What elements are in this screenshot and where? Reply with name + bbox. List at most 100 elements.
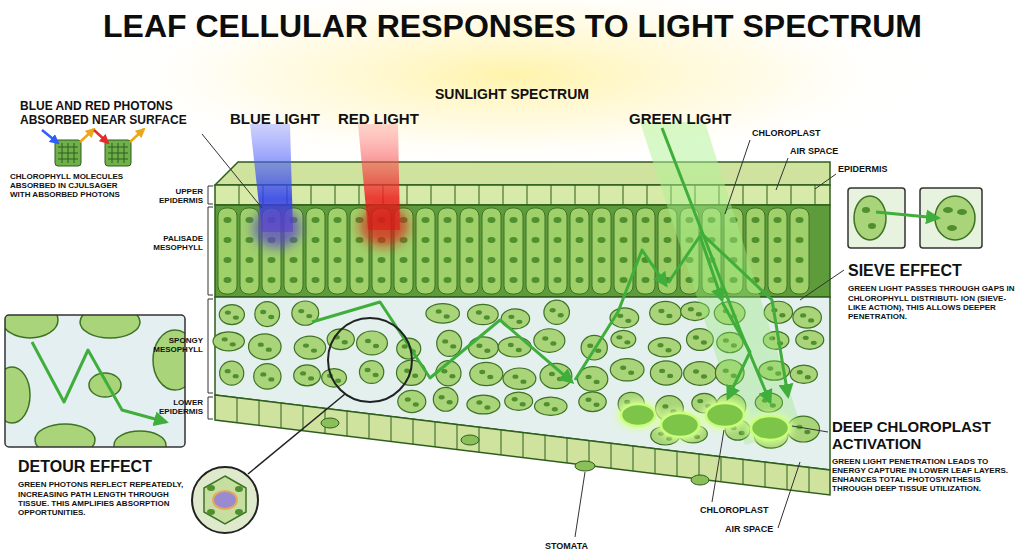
leaf-top-face bbox=[215, 162, 830, 185]
palisade-mesophyll bbox=[752, 257, 760, 263]
green-photon-path bbox=[312, 302, 572, 382]
spongy-mesophyll bbox=[373, 373, 379, 377]
stomata-symbol bbox=[321, 418, 709, 485]
spongy-mesophyll bbox=[230, 342, 236, 346]
spongy-mesophyll bbox=[468, 304, 499, 324]
palisade-mesophyll bbox=[768, 208, 787, 294]
lower-epidermis bbox=[215, 395, 830, 495]
spongy-mesophyll bbox=[797, 370, 803, 374]
sieve-inset bbox=[947, 225, 957, 231]
palisade-mesophyll bbox=[504, 208, 523, 294]
palisade-mesophyll bbox=[642, 277, 650, 283]
spongy-mesophyll bbox=[803, 336, 809, 340]
spongy-mesophyll bbox=[225, 369, 231, 373]
green-photon-path bbox=[575, 250, 666, 380]
lower-epidermis bbox=[237, 398, 238, 423]
spongy-mesophyll bbox=[535, 397, 568, 415]
palisade-mesophyll bbox=[752, 217, 760, 223]
palisade-mesophyll bbox=[598, 257, 606, 263]
upper-epidermis bbox=[431, 185, 432, 205]
lower-epidermis bbox=[215, 395, 830, 495]
spongy-mesophyll bbox=[220, 361, 244, 385]
lower-epidermis bbox=[523, 433, 524, 458]
chlorophyll-icon bbox=[105, 140, 131, 166]
palisade-mesophyll bbox=[510, 217, 518, 223]
chlorophyll-icon bbox=[130, 129, 144, 142]
spongy-mesophyll bbox=[413, 402, 419, 406]
part-label: EPIDERMIS bbox=[838, 164, 888, 174]
callout-note: GREEN PHOTONS REFLECT REPEATEDLY, INCREA… bbox=[18, 480, 186, 517]
glowing-chloroplast bbox=[746, 412, 794, 444]
palisade-mesophyll bbox=[312, 237, 320, 243]
magnifier bbox=[213, 491, 237, 509]
palisade-mesophyll bbox=[576, 237, 584, 243]
spongy-mesophyll bbox=[450, 344, 456, 348]
lower-epidermis bbox=[545, 435, 546, 460]
chlorophyll-icon bbox=[94, 130, 108, 143]
palisade-mesophyll bbox=[664, 257, 672, 263]
light-label: BLUE LIGHT bbox=[230, 110, 320, 127]
blue-beam bbox=[250, 124, 301, 248]
palisade-mesophyll bbox=[290, 257, 298, 263]
spongy-mesophyll bbox=[650, 301, 682, 324]
lower-epidermis bbox=[501, 430, 502, 455]
green-photon-path bbox=[662, 128, 770, 402]
palisade-mesophyll bbox=[488, 217, 496, 223]
lower-epidermis bbox=[765, 462, 766, 487]
spongy-mesophyll bbox=[487, 375, 493, 379]
spongy-mesophyll bbox=[412, 374, 418, 378]
glowing-chloroplast bbox=[616, 400, 660, 430]
spongy-mesophyll bbox=[696, 312, 702, 316]
spongy-mesophyll bbox=[688, 307, 694, 311]
detour-inset bbox=[114, 431, 166, 447]
spongy-mesophyll bbox=[479, 370, 485, 374]
spongy-mesophyll bbox=[359, 361, 383, 384]
spongy-mesophyll bbox=[648, 338, 680, 357]
palisade-mesophyll bbox=[598, 217, 606, 223]
palisade-mesophyll bbox=[334, 217, 342, 223]
leader-line bbox=[778, 462, 800, 528]
palisade-mesophyll bbox=[620, 217, 628, 223]
spongy-mesophyll bbox=[505, 392, 533, 410]
sieve-inset bbox=[943, 207, 953, 213]
leader-line bbox=[575, 472, 585, 537]
sieve-inset bbox=[848, 188, 905, 248]
palisade-mesophyll bbox=[774, 277, 782, 283]
spongy-mesophyll bbox=[659, 369, 665, 373]
upper-epidermis bbox=[647, 185, 648, 205]
leader-line bbox=[725, 140, 750, 214]
spongy-mesophyll bbox=[306, 314, 312, 318]
layer-label: SPONGY MESOPHYLL bbox=[141, 336, 203, 354]
callout-heading: DETOUR EFFECT bbox=[18, 458, 152, 476]
spongy-mesophyll bbox=[586, 398, 592, 402]
upper-epidermis bbox=[815, 185, 816, 205]
spongy-mesophyll bbox=[697, 399, 703, 403]
green-photon-path bbox=[312, 128, 788, 402]
spongy-mesophyll bbox=[342, 340, 348, 344]
leader-line bbox=[202, 134, 262, 208]
chlorophyll-icon bbox=[42, 130, 58, 143]
palisade-mesophyll bbox=[422, 237, 430, 243]
sieve-inset bbox=[848, 188, 982, 248]
detour-inset bbox=[5, 315, 58, 338]
chlorophyll-icon bbox=[55, 140, 81, 166]
palisade-mesophyll bbox=[460, 208, 479, 294]
palisade-mesophyll bbox=[620, 257, 628, 263]
palisade-mesophyll bbox=[422, 277, 430, 283]
part-label: CHLOROPLAST bbox=[700, 505, 769, 515]
light-label: RED LIGHT bbox=[338, 110, 419, 127]
spongy-mesophyll bbox=[303, 343, 309, 347]
spongy-mesophyll bbox=[684, 362, 717, 386]
chlorophyll-icon bbox=[58, 143, 78, 163]
chlorophyll-icon bbox=[108, 143, 128, 163]
palisade-mesophyll bbox=[554, 237, 562, 243]
glowing-chloroplast bbox=[661, 413, 699, 437]
spongy-mesophyll bbox=[222, 337, 228, 341]
spongy-mesophyll bbox=[549, 372, 555, 376]
magnifier bbox=[235, 486, 243, 492]
spongy-mesophyll bbox=[544, 300, 570, 324]
upper-epidermis bbox=[527, 185, 528, 205]
spongy-mesophyll bbox=[800, 313, 806, 317]
spongy-mesophyll bbox=[437, 330, 462, 356]
spongy-mesophyll bbox=[254, 364, 281, 389]
